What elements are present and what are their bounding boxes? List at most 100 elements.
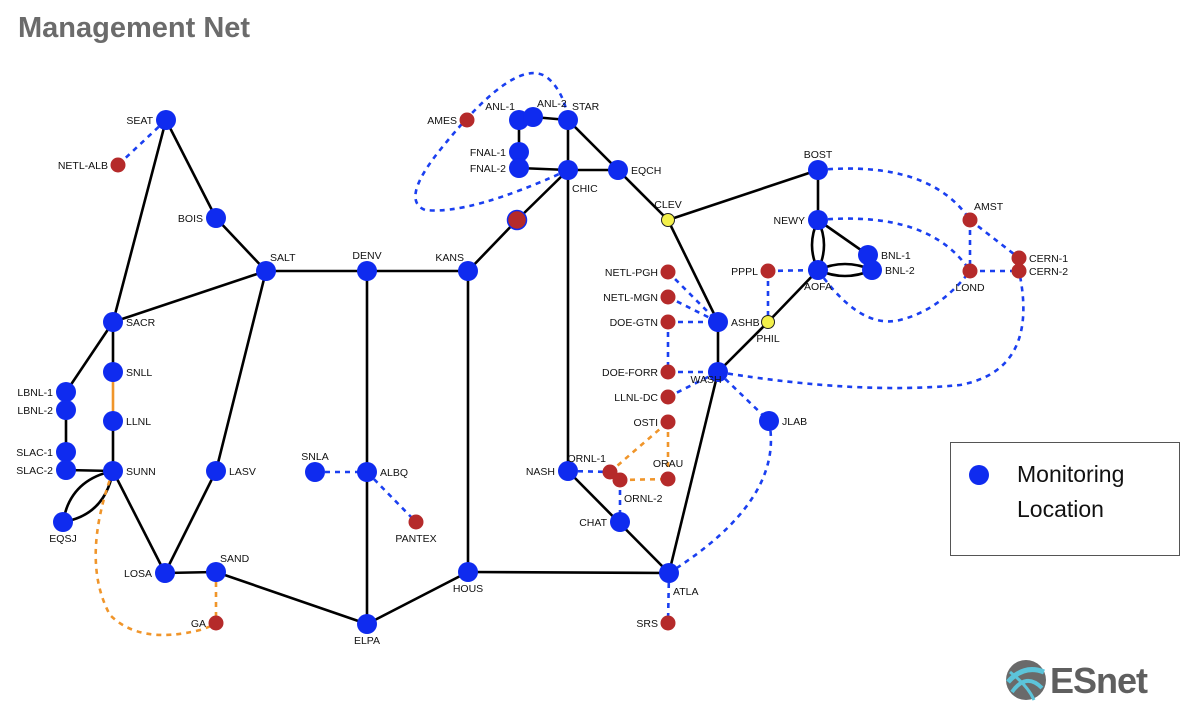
node-fnal-1 (509, 142, 529, 162)
node-label-albq: ALBQ (380, 467, 408, 479)
page-title: Management Net (18, 12, 251, 44)
node-ga (208, 615, 224, 631)
node-srs (660, 615, 676, 631)
node-denv (357, 261, 377, 281)
link-sunn-ga (94, 470, 217, 637)
legend: Monitoring Location (950, 442, 1180, 556)
link-aofa-lond (816, 269, 972, 323)
node-pantex (408, 514, 424, 530)
link-clev-ashb (666, 219, 720, 323)
node-label-hous: HOUS (453, 583, 483, 595)
node-label-cern-2: CERN-2 (1029, 266, 1068, 278)
node-lbnl-1 (56, 382, 76, 402)
link-star-eqch (567, 119, 619, 171)
node-bost (808, 160, 828, 180)
node-snla (305, 462, 325, 482)
node-hous (458, 562, 478, 582)
node-label-chic: CHIC (572, 183, 598, 195)
node-lasv (206, 461, 226, 481)
node-label-ga: GA (191, 618, 206, 630)
node-label-newy: NEWY (774, 215, 806, 227)
link-losa-lasv (163, 470, 218, 574)
node-ornl-1 (602, 464, 618, 480)
node-label-bois: BOIS (178, 213, 203, 225)
node-label-sand: SAND (220, 553, 250, 565)
node-bnl-1 (858, 245, 878, 265)
node-sacr (103, 312, 123, 332)
node-nash (558, 461, 578, 481)
node-atla (659, 563, 679, 583)
node-lbnl-2 (56, 400, 76, 420)
node-label-bnl-1: BNL-1 (881, 250, 911, 262)
node-seat (156, 110, 176, 130)
node-label-slac-1: SLAC-1 (16, 447, 53, 459)
link-sacr-lbnl-1 (64, 321, 115, 393)
node-label-anl-1: ANL-1 (485, 101, 515, 113)
link-sand-elpa (215, 570, 368, 626)
node-wash (708, 362, 728, 382)
link-hous-atla (467, 570, 670, 575)
node-label-lond: LOND (955, 282, 985, 294)
link-seat-sacr (111, 119, 168, 323)
link-aofa-phil (767, 269, 819, 323)
node-label-lbnl-1: LBNL-1 (17, 387, 53, 399)
node-label-lbnl-2: LBNL-2 (17, 405, 53, 417)
legend-label-line2: Location (1017, 496, 1104, 522)
node-label-netl-alb: NETL-ALB (58, 160, 108, 172)
node-label-sacr: SACR (126, 317, 156, 329)
node-label-doe-forr: DOE-FORR (602, 367, 658, 379)
link-ornl-2-orau (619, 477, 669, 482)
link-amst-cern-1 (969, 218, 1020, 260)
node-label-amst: AMST (974, 201, 1004, 213)
node-aofa (808, 260, 828, 280)
legend-label: Monitoring Location (1017, 457, 1124, 527)
link-eqch-clev (617, 169, 669, 221)
node-label-osti: OSTI (633, 417, 658, 429)
node-ornl-2 (612, 472, 628, 488)
node-netl-mgn (660, 289, 676, 305)
link-ornl-1-osti (609, 421, 669, 473)
node-label-bost: BOST (804, 149, 833, 161)
node-cern-1 (1011, 250, 1027, 266)
link-sunn-losa (111, 470, 167, 574)
link-nash-ornl-1 (567, 469, 611, 474)
node-label-kans: KANS (435, 252, 464, 264)
node-chic (558, 160, 578, 180)
node-slac-1 (56, 442, 76, 462)
node-label-anl-2: ANL-2 (537, 98, 567, 110)
node-losa (155, 563, 175, 583)
node-label-losa: LOSA (124, 568, 152, 580)
node-label-chat: CHAT (579, 517, 607, 529)
node-llnl (103, 411, 123, 431)
node-eqch (608, 160, 628, 180)
node-sand (206, 562, 226, 582)
node-ames (459, 112, 475, 128)
node-unlabeled (506, 209, 528, 231)
link-wash-cern-2 (717, 270, 1025, 390)
node-netl-pgh (660, 264, 676, 280)
node-label-ornl-1: ORNL-1 (567, 453, 606, 465)
node-jlab (759, 411, 779, 431)
node-clev (661, 213, 675, 227)
link-albq-pantex (366, 471, 417, 523)
node-label-fnal-1: FNAL-1 (470, 147, 506, 159)
node-label-ames: AMES (427, 115, 457, 127)
link-phil-wash (717, 321, 769, 373)
node-amst (962, 212, 978, 228)
node-salt (256, 261, 276, 281)
node-star (558, 110, 578, 130)
node-label-bnl-2: BNL-2 (885, 265, 915, 277)
esnet-logo: ESnet (1004, 658, 1164, 702)
node-netl-alb (110, 157, 126, 173)
link-seat-bois (164, 119, 218, 219)
link-elpa-hous (366, 570, 469, 626)
node-slac-2 (56, 460, 76, 480)
node-anl-2 (523, 107, 543, 127)
node-ashb (708, 312, 728, 332)
node-label-snll: SNLL (126, 367, 152, 379)
node-lond (962, 263, 978, 279)
node-bnl-2 (862, 260, 882, 280)
node-label-denv: DENV (352, 250, 381, 262)
node-eqsj (53, 512, 73, 532)
